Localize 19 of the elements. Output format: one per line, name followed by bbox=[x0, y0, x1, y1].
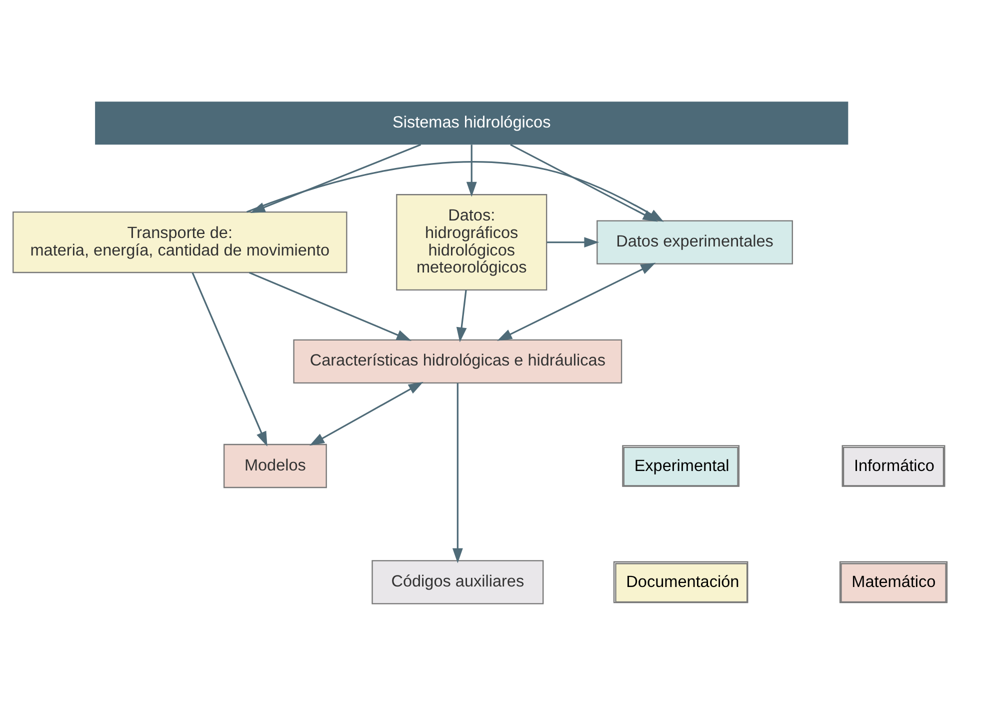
node-box: Datos experimentales bbox=[596, 220, 793, 264]
legend-label: Matemático bbox=[852, 572, 936, 591]
legend-label: Documentación bbox=[626, 572, 740, 591]
arrow bbox=[456, 289, 467, 342]
arrow bbox=[192, 272, 268, 446]
legend-label: Experimental bbox=[634, 456, 730, 474]
arrow bbox=[452, 382, 463, 563]
arrow bbox=[547, 236, 600, 247]
node-box: Sistemas hidrológicos bbox=[95, 101, 848, 144]
arrow bbox=[248, 271, 412, 340]
node-box: Transporte de: materia, energía, cantidad de movimiento bbox=[12, 210, 348, 273]
legend-label: Informático bbox=[854, 456, 934, 474]
node-box: Modelos bbox=[223, 443, 327, 488]
arrow bbox=[466, 144, 477, 196]
arrow bbox=[497, 262, 656, 340]
node-box: Datos: hidrográficos hidrológicos meteorológicos bbox=[396, 194, 548, 290]
node-box: Características hidrológicas e hidráulicas bbox=[293, 338, 622, 383]
arrow bbox=[309, 381, 424, 446]
node-box: Códigos auxiliares bbox=[372, 560, 544, 604]
